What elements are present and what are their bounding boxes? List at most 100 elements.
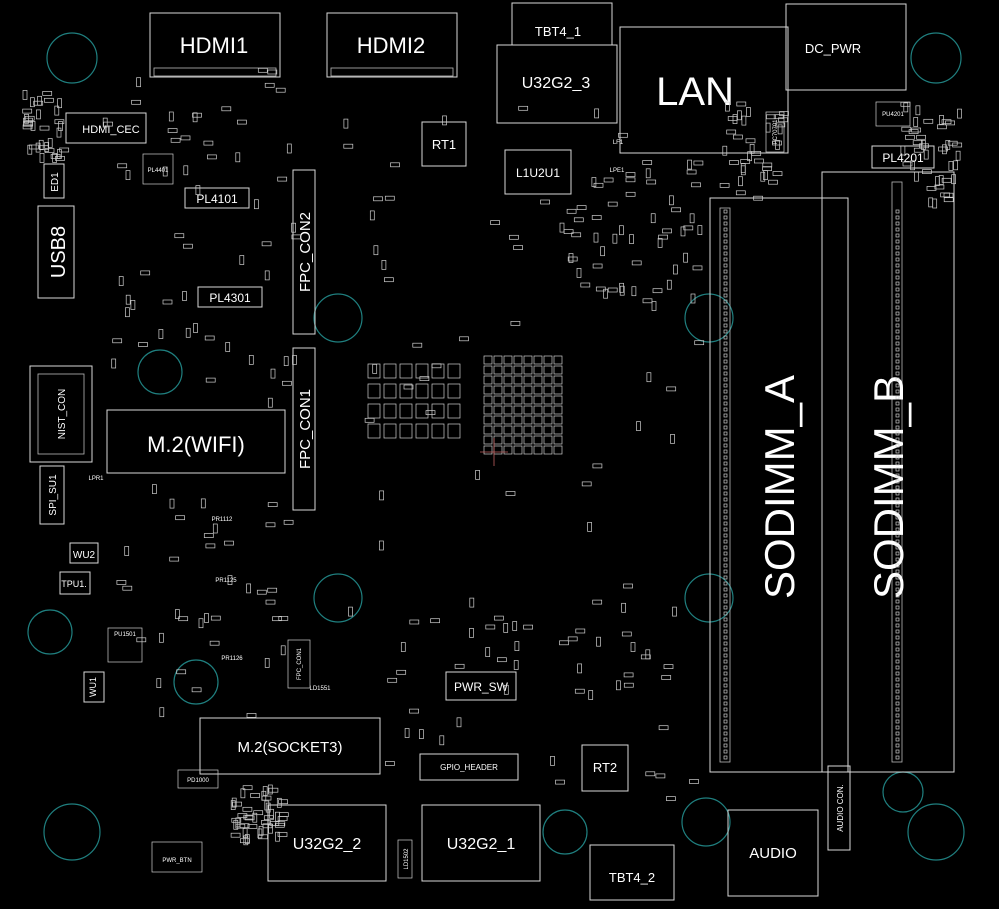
- sodimm-a-slot: SODIMM_A: [709, 197, 849, 773]
- component-pad: [267, 784, 273, 795]
- component-pad: [895, 443, 900, 448]
- component-pad: [895, 305, 900, 310]
- component-pad: [723, 539, 728, 544]
- component-pad: [723, 671, 728, 676]
- component-pad: [593, 232, 599, 243]
- component-pad: [629, 234, 634, 244]
- component-pad: [431, 403, 445, 419]
- component-pad: [895, 647, 900, 652]
- component-pad: [619, 225, 624, 236]
- component-pad: [412, 342, 423, 348]
- component-pad: [922, 169, 932, 174]
- component-pad: [237, 119, 247, 125]
- component-pad: [162, 166, 168, 177]
- component-pad: [409, 708, 419, 714]
- component-pad: [483, 405, 493, 415]
- component-pad: [895, 701, 900, 706]
- component-pad: [691, 182, 701, 188]
- component-pad: [895, 743, 900, 748]
- component-pad: [895, 209, 900, 214]
- component-pad: [567, 636, 578, 642]
- component-pad: [543, 425, 553, 435]
- component-pad: [910, 160, 915, 171]
- component-pad: [671, 207, 681, 213]
- component-pad: [454, 663, 465, 669]
- fpc-con2-connector: FPC_CON2: [292, 169, 316, 335]
- component-pad: [953, 160, 958, 171]
- component-pad: [553, 395, 563, 405]
- component-pad: [390, 162, 400, 168]
- component-pad: [396, 669, 407, 675]
- lan-label: LAN: [656, 70, 734, 114]
- component-pad: [723, 563, 728, 568]
- component-pad: [117, 163, 128, 169]
- component-pad: [895, 731, 900, 736]
- lpr1-label: LPR1: [88, 476, 104, 482]
- component-pad: [723, 503, 728, 508]
- component-pad: [723, 413, 728, 418]
- sodimm-b-label: SODIMM_B: [865, 375, 912, 599]
- component-pad: [723, 221, 728, 226]
- component-pad: [367, 403, 381, 419]
- component-pad: [694, 340, 705, 346]
- component-pad: [574, 688, 585, 694]
- component-pad: [740, 163, 746, 174]
- component-pad: [513, 660, 519, 670]
- component-pad: [553, 355, 563, 365]
- component-pad: [183, 243, 193, 249]
- component-pad: [381, 260, 387, 270]
- component-pad: [723, 455, 728, 460]
- u32g2-3-label: U32G2_3: [522, 75, 591, 92]
- component-pad: [343, 143, 354, 149]
- dc-pwr-label: DC_PWR: [805, 41, 861, 56]
- component-pad: [399, 383, 413, 399]
- component-pad: [258, 825, 264, 836]
- component-pad: [895, 383, 900, 388]
- component-pad: [895, 695, 900, 700]
- component-pad: [503, 355, 513, 365]
- component-pad: [372, 364, 378, 374]
- component-pad: [125, 307, 130, 318]
- component-pad: [618, 132, 628, 138]
- component-pad: [533, 435, 543, 445]
- component-pad: [592, 599, 603, 605]
- component-pad: [369, 210, 375, 221]
- component-pad: [895, 395, 900, 400]
- component-pad: [592, 463, 603, 469]
- component-pad: [723, 611, 728, 616]
- component-pad: [754, 158, 764, 164]
- component-pad: [895, 323, 900, 328]
- component-pad: [131, 99, 141, 105]
- component-pad: [385, 761, 395, 766]
- component-pad: [942, 144, 947, 155]
- component-pad: [740, 165, 746, 176]
- component-pad: [948, 161, 954, 171]
- component-pad: [265, 522, 276, 528]
- component-pad: [895, 707, 900, 712]
- mounting-hole: [173, 659, 219, 705]
- component-pad: [33, 100, 44, 106]
- component-pad: [272, 616, 282, 622]
- component-pad: [723, 389, 728, 394]
- component-pad: [291, 222, 296, 233]
- component-pad: [895, 347, 900, 352]
- pwr-btn-label: PWR_BTN: [162, 858, 191, 864]
- component-pad: [600, 246, 605, 257]
- component-pad: [723, 593, 728, 598]
- component-pad: [267, 502, 278, 507]
- component-pad: [183, 165, 189, 176]
- component-pad: [723, 251, 728, 256]
- component-pad: [553, 425, 563, 435]
- gpio-header: GPIO_HEADER: [419, 753, 519, 781]
- component-pad: [543, 445, 553, 455]
- pwr-sw-button: PWR_SW: [445, 671, 517, 701]
- component-pad: [483, 385, 493, 395]
- component-pad: [267, 587, 278, 593]
- component-pad: [666, 796, 676, 801]
- component-pad: [895, 587, 900, 592]
- component-pad: [895, 461, 900, 466]
- component-pad: [895, 353, 900, 358]
- component-pad: [553, 365, 563, 375]
- component-pad: [895, 527, 900, 532]
- component-pad: [277, 176, 288, 182]
